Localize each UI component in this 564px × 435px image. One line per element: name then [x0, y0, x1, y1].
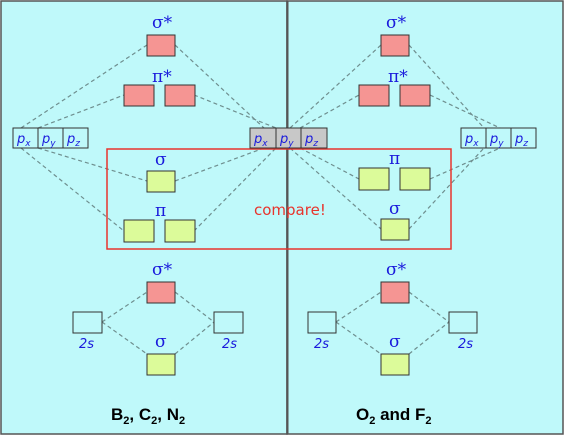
- right-sigma-2s-orbital: [380, 353, 410, 376]
- right-sigma-star-label: σ*: [386, 13, 407, 33]
- right-pi-2p-label: π: [389, 149, 400, 169]
- right-pi-star-orbital-2: [399, 84, 431, 107]
- left-sigma-star-2s-orbital: [146, 281, 176, 304]
- left-sigma-2p-label: σ: [155, 150, 167, 170]
- left-sigma-star-2s-label: σ*: [152, 260, 173, 280]
- right-2s-label-right: 2s: [458, 337, 473, 352]
- right-panel-title: O2 and F2: [356, 405, 432, 427]
- center-2p-atomic-orbitals: px py pz: [249, 127, 328, 149]
- svg-text:px: px: [16, 132, 31, 149]
- svg-text:pz: pz: [66, 132, 80, 149]
- svg-text:px: px: [464, 132, 479, 149]
- left-2s-atomic-left: [72, 311, 103, 334]
- left-pi-2p-label: π: [155, 201, 166, 221]
- left-sigma-star-2p-orbital: [146, 34, 176, 57]
- left-pi-star-orbital-2: [164, 84, 196, 107]
- svg-text:px: px: [253, 132, 268, 149]
- left-sigma-2s-label: σ: [155, 332, 167, 352]
- svg-text:py: py: [489, 132, 504, 149]
- right-2s-label-left: 2s: [314, 337, 329, 352]
- svg-text:py: py: [41, 132, 56, 149]
- right-pi-orbital-2: [399, 167, 431, 191]
- left-2p-atomic-orbitals: px py pz: [12, 127, 89, 149]
- left-2s-label-left: 2s: [79, 337, 94, 352]
- right-sigma-2p-orbital: [380, 218, 410, 241]
- right-2s-atomic-right: [448, 311, 478, 334]
- right-sigma-star-2s-orbital: [380, 281, 410, 304]
- left-sigma-star-label: σ*: [152, 13, 173, 33]
- svg-text:pz: pz: [514, 132, 528, 149]
- right-sigma-2s-label: σ: [389, 332, 401, 352]
- left-sigma-2p-orbital: [146, 170, 176, 193]
- compare-box: [106, 148, 452, 250]
- svg-text:py: py: [279, 132, 294, 149]
- right-pi-star-label: π*: [388, 67, 408, 87]
- left-pi-star-label: π*: [152, 67, 172, 87]
- left-sigma-2s-orbital: [146, 353, 176, 376]
- left-2s-atomic-right: [213, 311, 244, 334]
- left-pi-star-orbital-1: [123, 84, 155, 107]
- right-sigma-2p-label: σ: [389, 199, 401, 219]
- right-pi-orbital-1: [358, 167, 390, 191]
- left-pi-orbital-2: [164, 219, 196, 243]
- right-2s-atomic-left: [307, 311, 337, 334]
- left-panel-title: B2, C2, N2: [111, 405, 185, 427]
- right-panel-background: [286, 0, 564, 435]
- svg-text:pz: pz: [304, 132, 318, 149]
- left-2s-label-right: 2s: [222, 337, 237, 352]
- right-pi-star-orbital-1: [358, 84, 390, 107]
- right-2p-atomic-orbitals: px py pz: [460, 127, 537, 149]
- right-sigma-star-2s-label: σ*: [386, 260, 407, 280]
- correlation-lines: [20, 44, 501, 355]
- compare-label: compare!: [254, 201, 326, 219]
- left-panel-background: [0, 0, 288, 435]
- right-sigma-star-2p-orbital: [380, 34, 410, 57]
- left-pi-orbital-1: [123, 219, 155, 243]
